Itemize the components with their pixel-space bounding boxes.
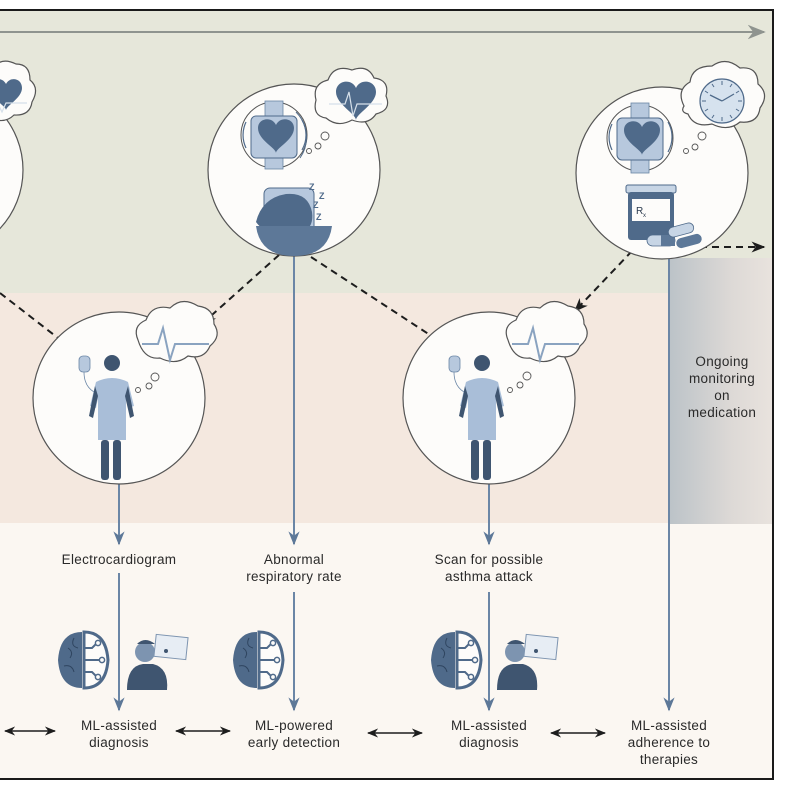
svg-text:x: x [643,213,646,219]
stage-ecg-patient [32,300,218,485]
measurement-text: Abnormal [263,552,325,567]
outcome-label-adherence: ML-assisted adherence to therapies [628,717,710,768]
hospital-patient-icon [78,355,134,480]
outcome-label-ecg: ML-assisted diagnosis [81,717,157,751]
ecg-thought-icon [505,300,588,393]
outcome-text: diagnosis [89,735,149,750]
stage-medication-monitoring: R x [575,60,766,260]
outcome-text: ML-assisted [630,718,708,733]
stage-prior-monitoring [0,60,37,230]
stage-asthma-patient [402,300,588,485]
heartbeat-thought-icon [306,67,389,154]
outcome-text: early detection [247,735,341,750]
brain-circuit-icon [233,630,285,690]
dashed-connectors [0,241,766,339]
measurement-text: Scan for possible [434,552,544,567]
ecg-thought-icon [135,300,218,393]
bidirectional-arrows [3,726,607,738]
doctor-review-icon [497,633,559,690]
connector [574,250,633,313]
measurement-text: asthma attack [445,569,533,584]
brain-circuit-icon [58,630,110,690]
outcome-label-asthma: ML-assisted diagnosis [451,717,527,751]
side-label-text: medication [687,405,757,420]
flow-lines [113,256,675,712]
svg-text:Z: Z [313,200,319,210]
outcome-text: adherence to [627,735,711,750]
heartbeat-thought-icon [0,60,37,122]
sleeping-person-icon: Z Z Z Z [256,182,332,256]
ecg-waveform-icon [142,324,209,364]
side-label-text: Ongoing [695,354,749,369]
outcome-text: ML-assisted [450,718,528,733]
hospital-patient-icon [448,355,504,480]
measurement-label-asthma: Scan for possible asthma attack [435,551,544,585]
stage-sleep-monitoring: Z Z Z Z [207,67,389,257]
connector [0,292,59,339]
measurement-text: respiratory rate [246,569,342,584]
clock-thought-icon [680,60,766,154]
measurement-label-ecg: Electrocardiogram [62,551,177,568]
ongoing-monitoring-label: Ongoing monitoring on medication [672,353,772,421]
ongoing-monitoring-column [670,258,773,524]
outcome-text: ML-assisted [80,718,158,733]
prescription-bottle-icon: R x [625,184,677,240]
outcome-text: diagnosis [459,735,519,750]
measurement-label-respiratory: Abnormal respiratory rate [246,551,342,585]
side-label-text: on [714,388,730,403]
ecg-waveform-icon [512,324,579,364]
svg-text:Z: Z [319,191,325,201]
side-label-text: monitoring [688,371,756,386]
measurement-text: Electrocardiogram [61,552,177,567]
pills-icon [646,222,702,249]
wearable-heart-monitor-icon [240,100,308,170]
svg-text:Z: Z [309,182,315,192]
doctor-review-icon [127,633,189,690]
brain-circuit-icon [431,630,483,690]
wearable-heart-monitor-icon [606,102,674,174]
outcome-text: ML-powered [254,718,334,733]
outcome-label-respiratory: ML-powered early detection [248,717,340,751]
svg-text:R: R [636,206,643,217]
connector [201,254,280,324]
svg-text:Z: Z [316,212,322,222]
outcome-text: therapies [639,752,699,767]
